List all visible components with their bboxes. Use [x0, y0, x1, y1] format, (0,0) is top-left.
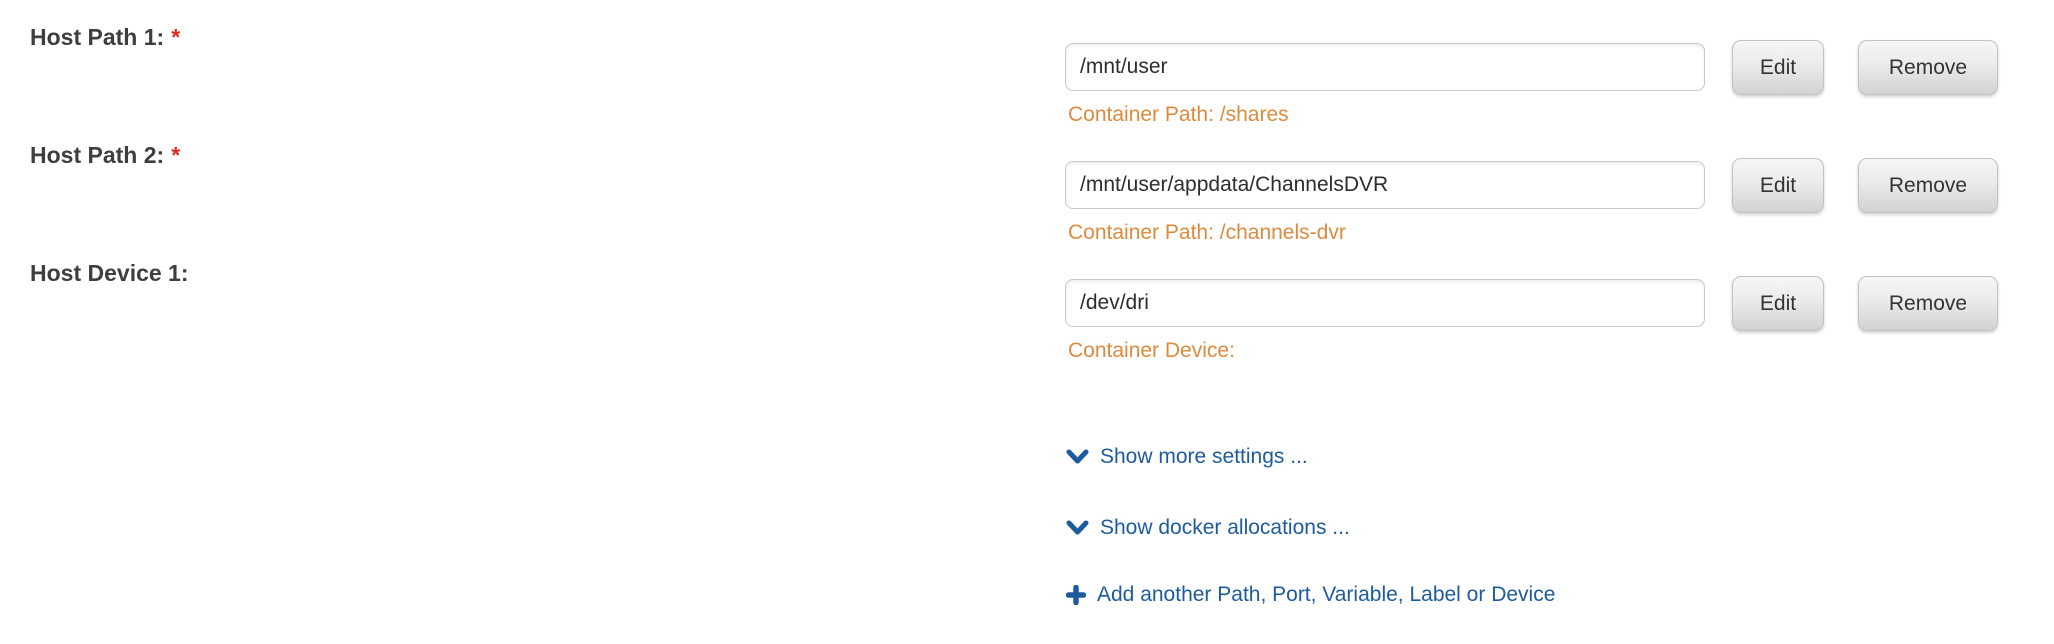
- add-another-entry-label: Add another Path, Port, Variable, Label …: [1097, 583, 1556, 606]
- host-path-1-edit-button[interactable]: Edit: [1732, 40, 1824, 95]
- form-row-host-path-1: Host Path 1:* Edit Remove Container Path…: [0, 25, 2054, 143]
- host-path-2-container-path-helper: Container Path: /channels-dvr: [1068, 221, 1346, 244]
- form-row-host-device-1: Host Device 1: Edit Remove Container Dev…: [0, 261, 2054, 379]
- host-path-1-input[interactable]: [1065, 43, 1705, 91]
- host-path-2-edit-button[interactable]: Edit: [1732, 158, 1824, 213]
- form-row-host-path-2: Host Path 2:* Edit Remove Container Path…: [0, 143, 2054, 261]
- plus-icon: [1066, 585, 1086, 605]
- host-path-1-label-text: Host Path 1:: [30, 24, 165, 50]
- show-more-settings-link[interactable]: Show more settings ...: [1066, 444, 1308, 470]
- host-path-2-label: Host Path 2:*: [30, 143, 180, 168]
- show-more-settings-label: Show more settings ...: [1100, 445, 1308, 468]
- show-docker-allocations-label: Show docker allocations ...: [1100, 516, 1350, 539]
- host-device-1-remove-button[interactable]: Remove: [1858, 276, 1998, 331]
- host-path-1-container-path-helper: Container Path: /shares: [1068, 103, 1289, 126]
- chevron-down-icon: [1066, 449, 1089, 465]
- chevron-down-icon: [1066, 520, 1089, 536]
- host-device-1-label-text: Host Device 1:: [30, 260, 189, 286]
- host-device-1-input[interactable]: [1065, 279, 1705, 327]
- host-path-1-label: Host Path 1:*: [30, 25, 180, 50]
- show-docker-allocations-link[interactable]: Show docker allocations ...: [1066, 515, 1350, 541]
- add-another-entry-link[interactable]: Add another Path, Port, Variable, Label …: [1066, 582, 1555, 608]
- host-path-2-label-text: Host Path 2:: [30, 142, 165, 168]
- required-asterisk: *: [171, 24, 181, 50]
- required-asterisk: *: [171, 142, 181, 168]
- host-device-1-label: Host Device 1:: [30, 261, 196, 286]
- host-path-2-input[interactable]: [1065, 161, 1705, 209]
- host-device-1-container-device-helper: Container Device:: [1068, 339, 1235, 362]
- host-path-2-remove-button[interactable]: Remove: [1858, 158, 1998, 213]
- host-path-1-remove-button[interactable]: Remove: [1858, 40, 1998, 95]
- host-device-1-edit-button[interactable]: Edit: [1732, 276, 1824, 331]
